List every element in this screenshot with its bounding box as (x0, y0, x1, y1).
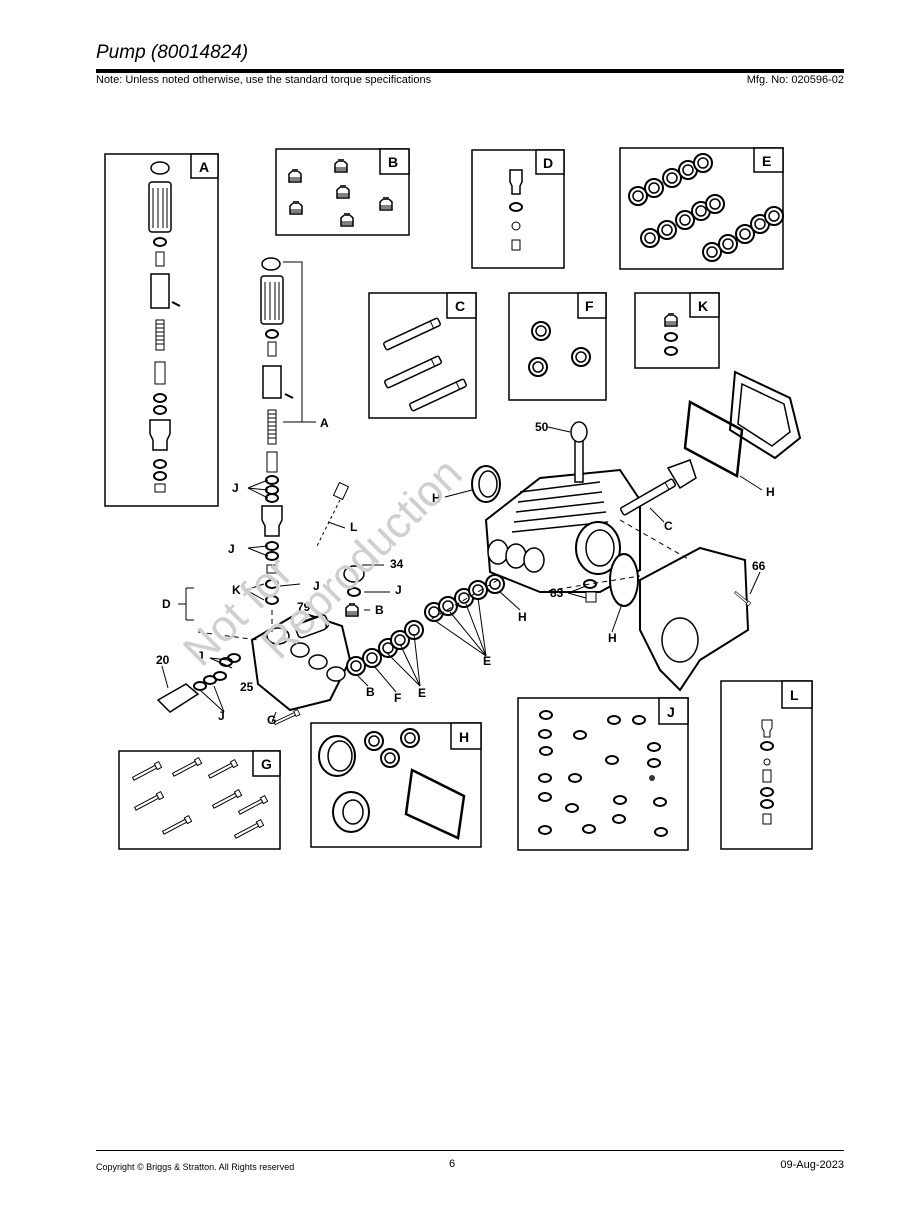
callout-a: A (320, 416, 329, 430)
callout-66: 66 (752, 559, 766, 573)
kit-box-b: B (275, 148, 410, 236)
callout-34: 34 (390, 557, 404, 571)
crankcase-part (484, 421, 641, 593)
callout-h4: H (766, 485, 775, 499)
kit-box-a: A (104, 153, 219, 507)
callout-j1: J (232, 481, 239, 495)
kit-label-k: K (698, 298, 708, 314)
kit-label-a: A (199, 159, 209, 175)
callout-f: F (394, 691, 401, 705)
callout-h1: H (432, 491, 441, 505)
callout-e1: E (418, 686, 426, 700)
kit-box-l: L (720, 680, 813, 850)
kit-box-j: J (517, 697, 689, 851)
callout-j4: J (395, 583, 402, 597)
flange-housing-part (609, 546, 752, 692)
kit-label-h: H (459, 729, 469, 745)
page-title: Pump (80014824) (96, 42, 249, 63)
callout-79: 79 (297, 600, 311, 614)
page-number: 6 (449, 1158, 456, 1170)
kit-box-k: K (634, 292, 720, 369)
callout-d: D (162, 597, 171, 611)
leader-lines (161, 426, 763, 723)
callout-j6: J (218, 709, 225, 723)
kit-label-f: F (585, 298, 594, 314)
callout-h2: H (518, 610, 527, 624)
watermark-line2: Reproduction (252, 449, 472, 669)
copyright-text: Copyright © Briggs & Stratton. All Right… (96, 1162, 295, 1172)
valve-stack-l (272, 481, 350, 727)
callout-50: 50 (535, 420, 549, 434)
callout-l: L (350, 520, 357, 534)
callout-83: 83 (550, 586, 564, 600)
unloader-stack (260, 257, 316, 605)
callout-25: 25 (240, 680, 254, 694)
callout-h3: H (608, 631, 617, 645)
footer-rule (96, 1150, 844, 1151)
kit-box-h: H (310, 722, 482, 848)
kit-label-g: G (261, 756, 272, 772)
kit-box-e: E (619, 147, 784, 270)
cover-plate-part (683, 370, 802, 478)
callout-e2: E (483, 654, 491, 668)
guide-lines (197, 519, 691, 641)
callout-c: C (664, 519, 673, 533)
kit-box-c: C (368, 292, 477, 419)
kit-label-l: L (790, 687, 799, 703)
callout-20: 20 (156, 653, 170, 667)
kit-box-g: G (118, 750, 281, 850)
seal-row-part (343, 465, 597, 676)
callout-j2: J (228, 542, 235, 556)
header-rule (96, 69, 844, 73)
kit-label-e: E (762, 153, 771, 169)
kit-box-d: D (471, 149, 565, 269)
kit-label-b: B (388, 154, 398, 170)
manifold-part (250, 610, 352, 712)
mfg-number: Mfg. No: 020596-02 (746, 74, 844, 86)
kit-box-f: F (508, 292, 607, 401)
torque-note: Note: Unless noted otherwise, use the st… (96, 74, 432, 86)
callout-b2: B (366, 685, 375, 699)
callout-j5: J (197, 649, 204, 663)
kit-label-c: C (455, 298, 465, 314)
callout-b1: B (375, 603, 384, 617)
kit-label-j: J (667, 704, 675, 720)
kit-label-d: D (543, 155, 553, 171)
document-date: 09-Aug-2023 (780, 1159, 844, 1171)
callout-j3: J (313, 579, 320, 593)
callout-k: K (232, 583, 241, 597)
inlet-fitting-part (156, 653, 241, 713)
callout-g: G (267, 713, 276, 727)
cam-rod-part (619, 459, 697, 517)
